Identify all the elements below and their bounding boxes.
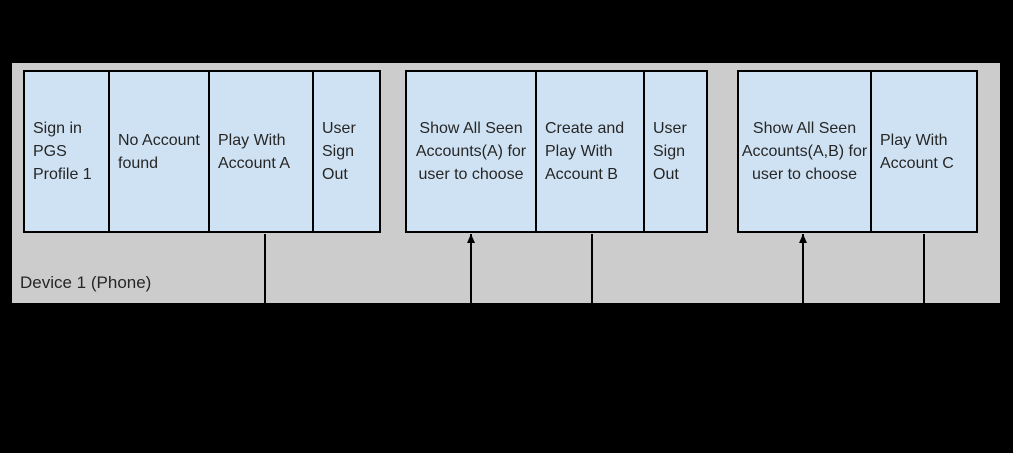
flow-step-label: Play With Account A xyxy=(218,131,291,172)
connector-line-account-a xyxy=(264,234,266,303)
flow-step-label: Play With Account C xyxy=(880,131,954,172)
flow-step-show-seen-accounts-a: Show All Seen Accounts(A) for user to ch… xyxy=(407,72,537,231)
flow-step-play-with-account-a: Play With Account A xyxy=(210,72,314,231)
flow-step-label: User Sign Out xyxy=(653,120,687,183)
flow-step-user-sign-out-2: User Sign Out xyxy=(645,72,706,231)
flow-step-sign-in-pgs-profile-1: Sign in PGS Profile 1 xyxy=(25,72,110,231)
screen-flow-group-1: Sign in PGS Profile 1 No Account found P… xyxy=(23,70,381,233)
flow-step-label: Sign in PGS Profile 1 xyxy=(33,120,92,183)
screen-flow-group-2: Show All Seen Accounts(A) for user to ch… xyxy=(405,70,708,233)
device-1-panel: Sign in PGS Profile 1 No Account found P… xyxy=(12,63,1000,303)
flow-step-label: No Account found xyxy=(118,131,200,172)
connector-arrow-up-show-accounts-a xyxy=(467,234,475,303)
screen-flow-group-3: Show All Seen Accounts(A,B) for user to … xyxy=(737,70,978,233)
flow-step-label: Show All Seen Accounts(A,B) for user to … xyxy=(741,120,868,183)
flow-step-label: Show All Seen Accounts(A) for user to ch… xyxy=(415,120,527,183)
flow-step-play-with-account-c: Play With Account C xyxy=(872,72,976,231)
connector-arrow-up-show-accounts-ab xyxy=(799,234,807,303)
flow-step-label: User Sign Out xyxy=(322,120,356,183)
connector-line-account-c xyxy=(923,234,925,303)
device-label: Device 1 (Phone) xyxy=(20,273,152,292)
flow-step-no-account-found: No Account found xyxy=(110,72,210,231)
flow-step-create-and-play-account-b: Create and Play With Account B xyxy=(537,72,645,231)
connector-line-account-b xyxy=(591,234,593,303)
flow-step-user-sign-out-1: User Sign Out xyxy=(314,72,379,231)
flow-step-label: Create and Play With Account B xyxy=(545,120,625,183)
flow-step-show-seen-accounts-ab: Show All Seen Accounts(A,B) for user to … xyxy=(739,72,872,231)
